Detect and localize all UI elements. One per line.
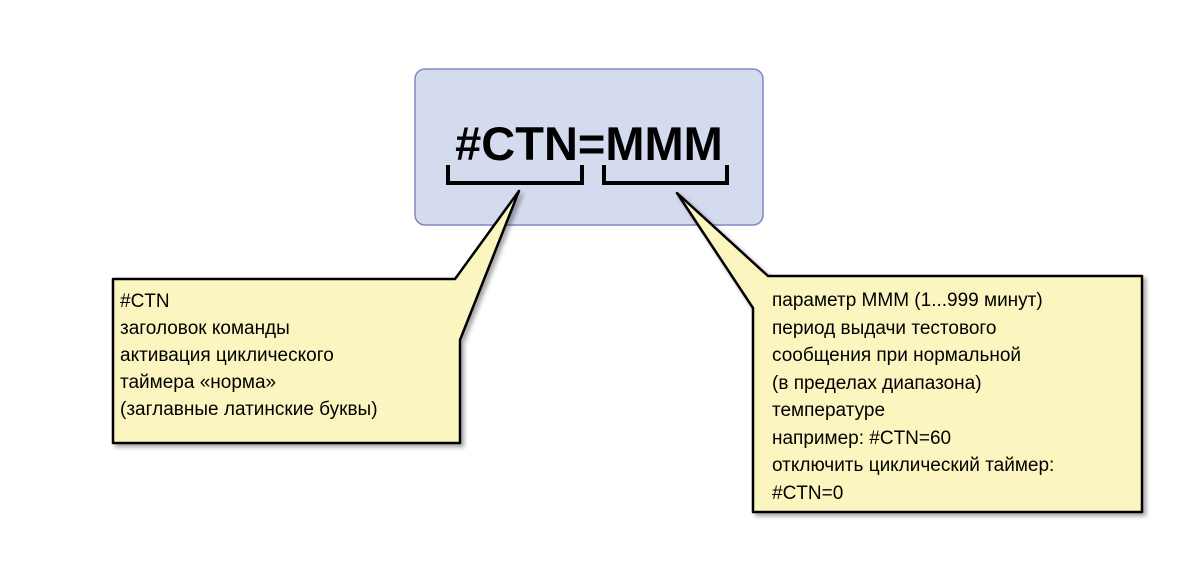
bracket-header [446,165,584,185]
command-box [414,68,764,226]
bracket-parameter [602,165,729,185]
callout-right-body [675,191,1144,514]
callout-right-line: параметр MMM (1...999 минут) [772,290,1043,311]
callout-left-line: #CTN [120,291,170,312]
callout-right-line: период выдачи тестового [772,318,996,339]
callout-right-line: температуре [772,400,885,421]
callout-left-text: #CTN заголовок команды активация цикличе… [120,291,378,420]
callout-right-line: (в пределах диапазона) [772,373,982,394]
callout-left-line: заголовок команды [120,318,290,339]
command-text: #CTN=MMM [455,117,723,170]
callout-right-line: отключить циклический таймер: [772,455,1054,476]
callout-right-line: #CTN=0 [772,483,843,504]
callout-left-shape [111,189,521,445]
callout-left-line: таймера «норма» [120,372,276,393]
callout-right-text: параметр MMM (1...999 минут) период выда… [772,290,1054,504]
callout-left-line: активация циклического [120,345,334,366]
callout-right-line: сообщения при нормальной [772,345,1021,366]
callout-left-line: (заглавные латинские буквы) [120,399,378,420]
callout-right-line: например: #CTN=60 [772,428,951,449]
